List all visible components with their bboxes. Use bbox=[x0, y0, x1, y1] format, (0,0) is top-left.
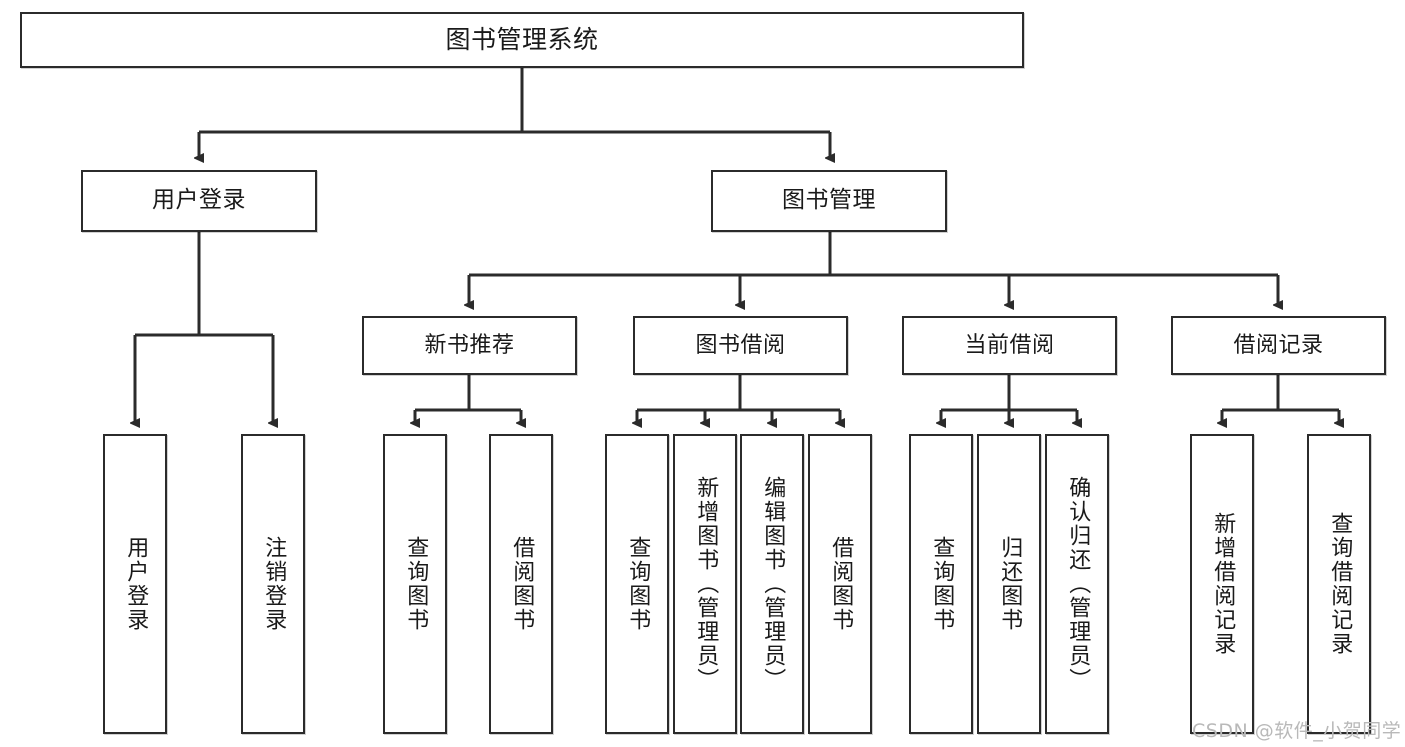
leaf-user-login[interactable]: 用户登录 bbox=[103, 434, 167, 734]
node-label: 借阅图书 bbox=[828, 536, 854, 632]
node-current-borrow[interactable]: 当前借阅 bbox=[902, 316, 1117, 375]
node-book-borrow[interactable]: 图书借阅 bbox=[633, 316, 848, 375]
node-label: 查询借阅记录 bbox=[1327, 512, 1353, 656]
node-label: 查询图书 bbox=[625, 536, 651, 632]
leaf-query-borrow-record[interactable]: 查询借阅记录 bbox=[1307, 434, 1371, 734]
node-book-management[interactable]: 图书管理 bbox=[711, 170, 947, 232]
node-label: 新增图书（管理员） bbox=[693, 476, 719, 692]
leaf-borrow-book[interactable]: 借阅图书 bbox=[808, 434, 872, 734]
node-label: 用户登录 bbox=[152, 187, 246, 214]
watermark-csdn: CSDN @软件_小贺同学 bbox=[1192, 720, 1402, 742]
node-label: 确认归还（管理员） bbox=[1065, 476, 1091, 692]
leaf-edit-book-admin[interactable]: 编辑图书（管理员） bbox=[740, 434, 804, 734]
leaf-add-book-admin[interactable]: 新增图书（管理员） bbox=[673, 434, 737, 734]
node-label: 查询图书 bbox=[929, 536, 955, 632]
leaf-borrow-book-recommend[interactable]: 借阅图书 bbox=[489, 434, 553, 734]
node-label: 新增借阅记录 bbox=[1210, 512, 1236, 656]
node-label: 用户登录 bbox=[123, 536, 149, 632]
node-borrow-record[interactable]: 借阅记录 bbox=[1171, 316, 1386, 375]
node-label: 新书推荐 bbox=[424, 332, 515, 358]
node-label: 编辑图书（管理员） bbox=[760, 476, 786, 692]
node-label: 图书管理系统 bbox=[445, 25, 599, 55]
leaf-query-book-recommend[interactable]: 查询图书 bbox=[383, 434, 447, 734]
leaf-add-borrow-record[interactable]: 新增借阅记录 bbox=[1190, 434, 1254, 734]
node-label: 借阅图书 bbox=[509, 536, 535, 632]
node-new-book-recommend[interactable]: 新书推荐 bbox=[362, 316, 577, 375]
leaf-user-logout[interactable]: 注销登录 bbox=[241, 434, 305, 734]
node-root-system[interactable]: 图书管理系统 bbox=[20, 12, 1024, 68]
node-label: 图书管理 bbox=[782, 187, 876, 214]
node-label: 当前借阅 bbox=[964, 332, 1055, 358]
leaf-query-book-borrow[interactable]: 查询图书 bbox=[605, 434, 669, 734]
leaf-confirm-return-admin[interactable]: 确认归还（管理员） bbox=[1045, 434, 1109, 734]
node-label: 借阅记录 bbox=[1233, 332, 1324, 358]
leaf-return-book[interactable]: 归还图书 bbox=[977, 434, 1041, 734]
node-user-login[interactable]: 用户登录 bbox=[81, 170, 317, 232]
node-label: 查询图书 bbox=[403, 536, 429, 632]
node-label: 图书借阅 bbox=[695, 332, 786, 358]
leaf-query-book-current[interactable]: 查询图书 bbox=[909, 434, 973, 734]
node-label: 注销登录 bbox=[261, 536, 287, 632]
node-label: 归还图书 bbox=[997, 536, 1023, 632]
